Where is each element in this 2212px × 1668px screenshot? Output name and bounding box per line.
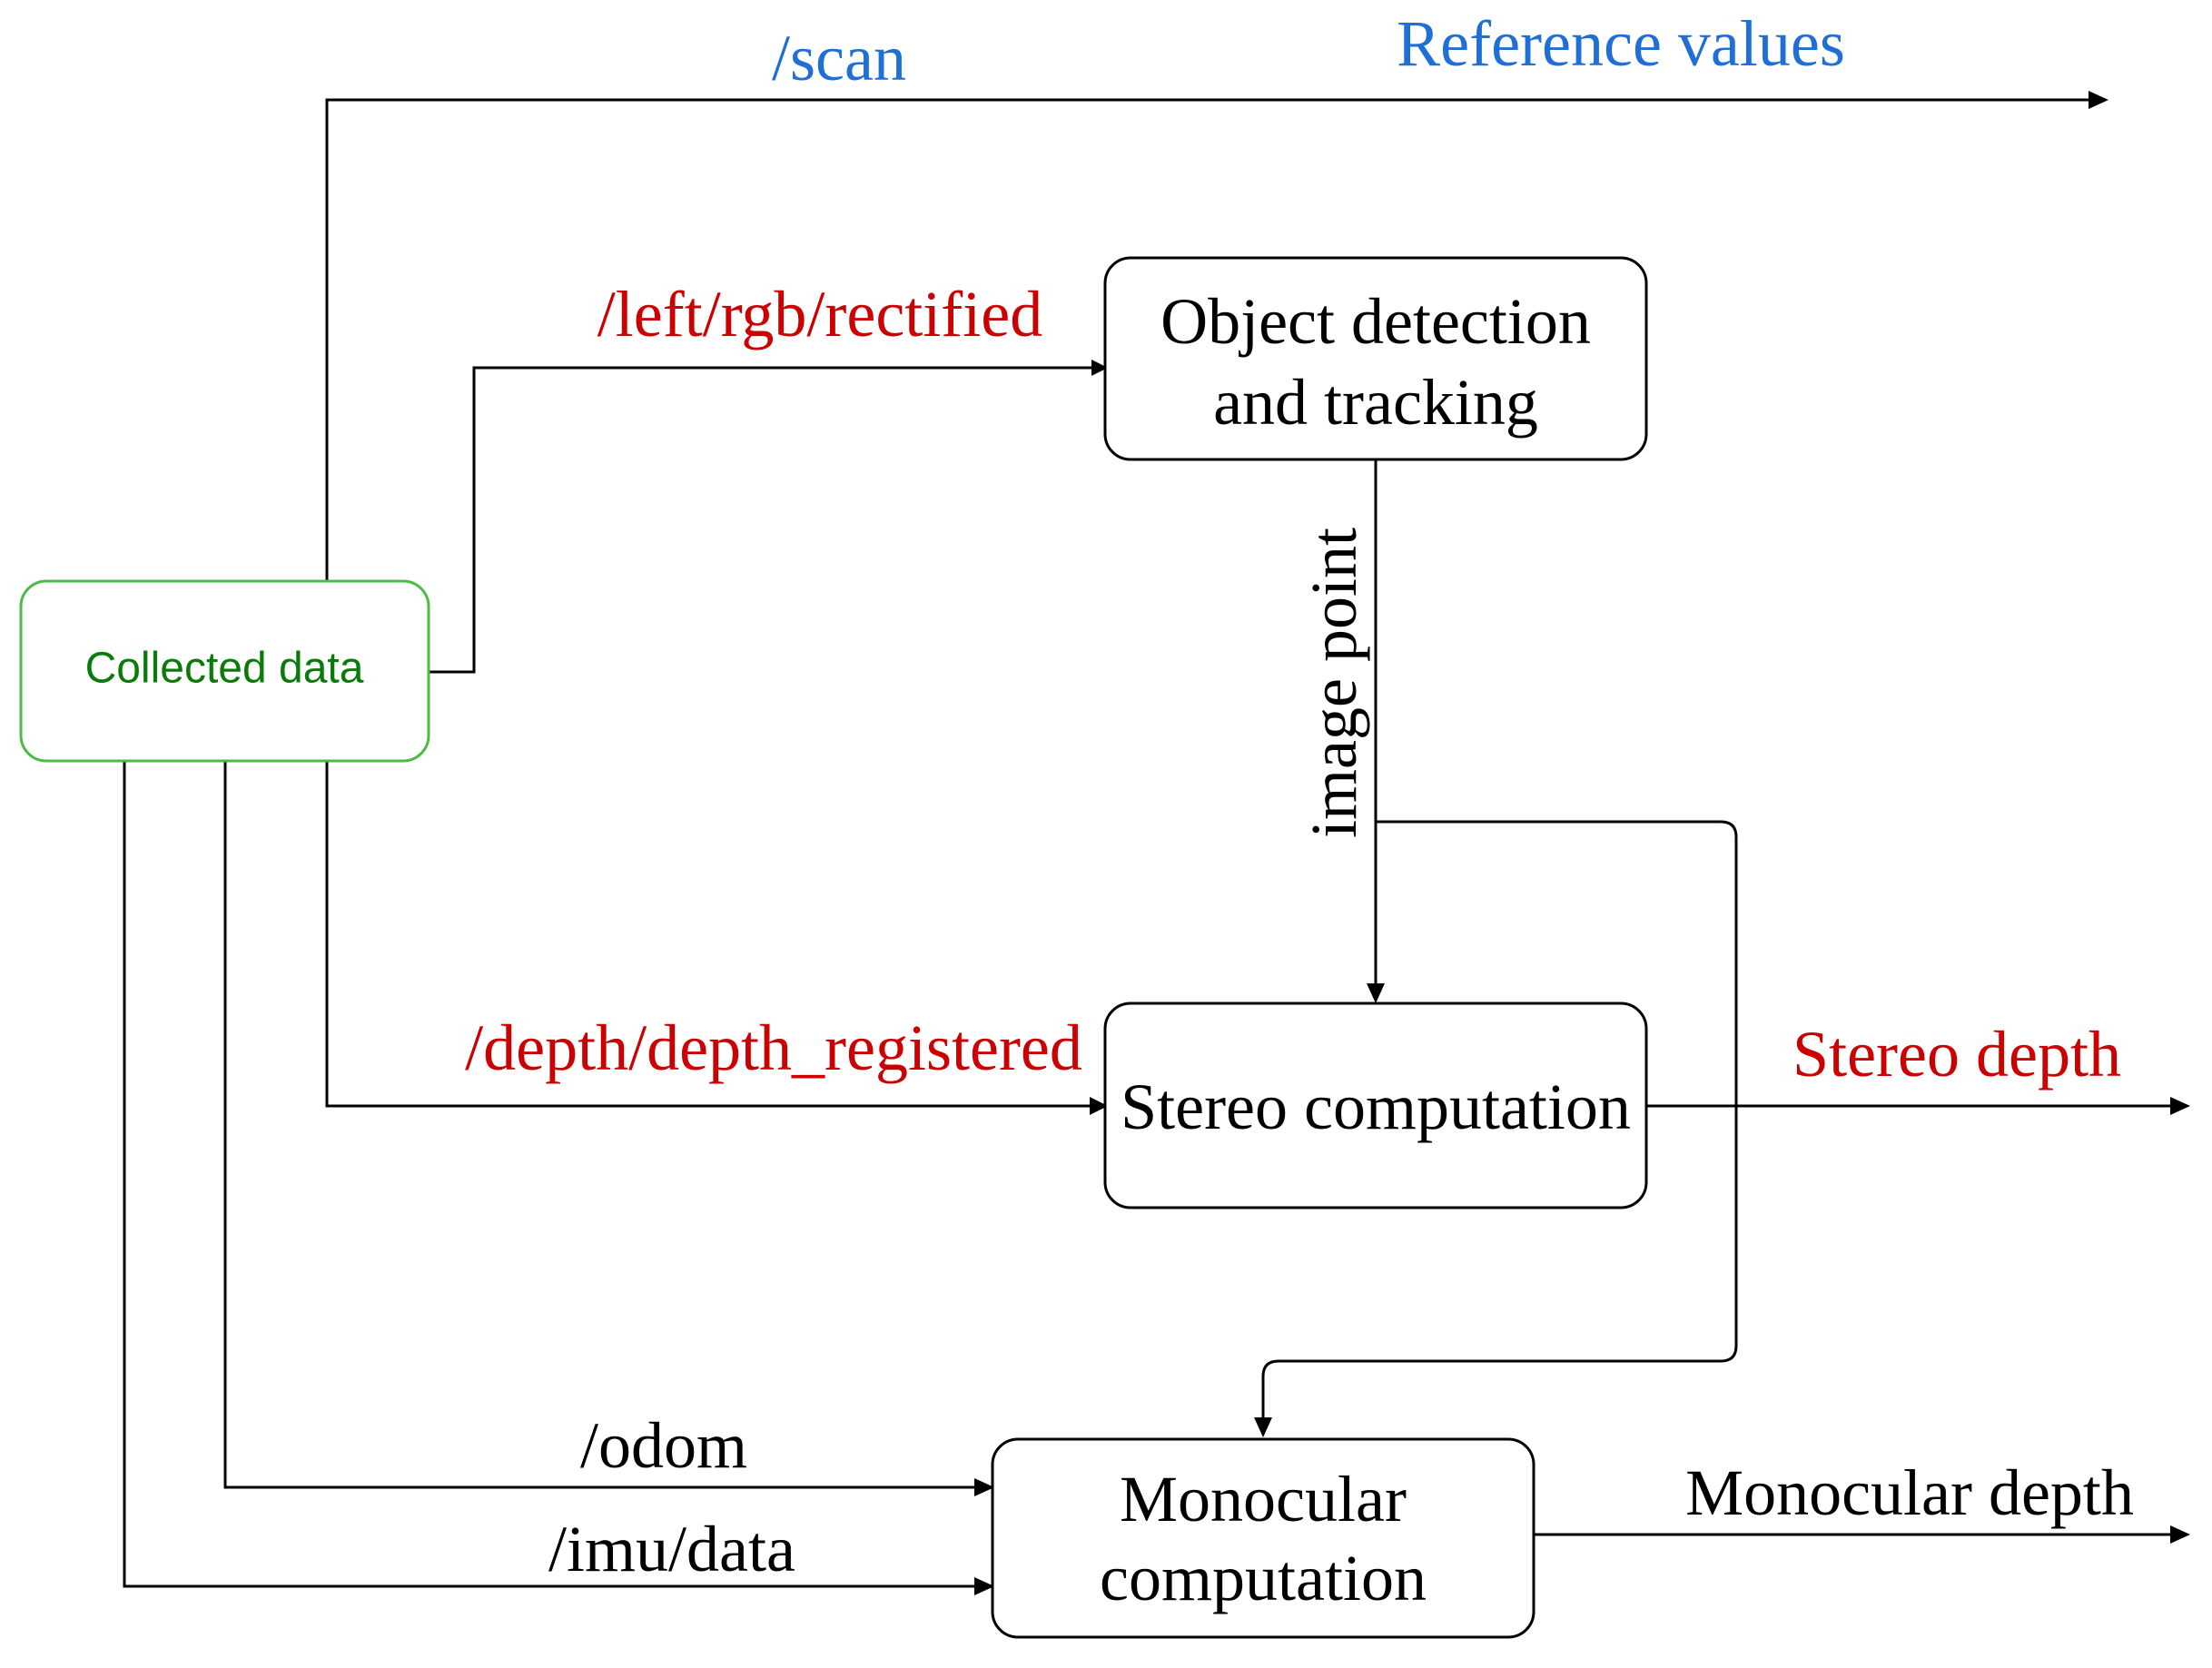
arrowhead-stereo-depth <box>2170 1097 2190 1115</box>
scan-label: /scan <box>772 22 906 94</box>
odom-label: /odom <box>580 1409 747 1482</box>
monocular-depth-label: Monocular depth <box>1685 1456 2134 1529</box>
reference-values-label: Reference values <box>1397 7 1845 80</box>
arrowhead-object-detection <box>1091 360 1108 376</box>
arrowhead-stereo-left <box>1090 1097 1108 1115</box>
stereo-computation-label: Stereo computation <box>1121 1071 1631 1143</box>
arrowhead-stereo-top <box>1367 983 1385 1003</box>
depth-registered-label: /depth/depth_registered <box>465 1012 1082 1084</box>
node-monocular-computation: Monocular computation <box>991 1437 1536 1639</box>
imu-data-label: /imu/data <box>548 1513 795 1585</box>
monocular-computation-label-line2: computation <box>1100 1542 1427 1614</box>
edge-image-point-branch <box>1261 820 1738 1419</box>
edge-imu <box>123 761 976 1588</box>
edge-odom <box>223 761 976 1489</box>
node-collected-data: Collected data <box>19 579 430 763</box>
collected-data-label: Collected data <box>85 645 364 693</box>
edge-left-rgb <box>429 366 1094 674</box>
stereo-depth-label: Stereo depth <box>1792 1018 2121 1091</box>
arrowhead-monocular-top <box>1254 1417 1272 1437</box>
object-detection-label-line1: Object detection <box>1160 285 1591 358</box>
object-detection-label-line2: and tracking <box>1213 366 1538 439</box>
edge-scan <box>325 98 2089 581</box>
arrowhead-imu <box>974 1577 994 1595</box>
image-point-label: image point <box>1298 528 1370 838</box>
left-rgb-rectified-label: /left/rgb/rectified <box>597 278 1042 350</box>
edge-depth <box>325 761 1091 1108</box>
arrowhead-monocular-depth <box>2170 1525 2190 1544</box>
monocular-computation-label-line1: Monocular <box>1120 1463 1407 1535</box>
arrowhead-odom <box>974 1478 994 1496</box>
node-object-detection: Object detection and tracking <box>1103 256 1648 461</box>
arrowhead-reference <box>2089 91 2108 109</box>
node-stereo-computation: Stereo computation <box>1103 1002 1648 1209</box>
